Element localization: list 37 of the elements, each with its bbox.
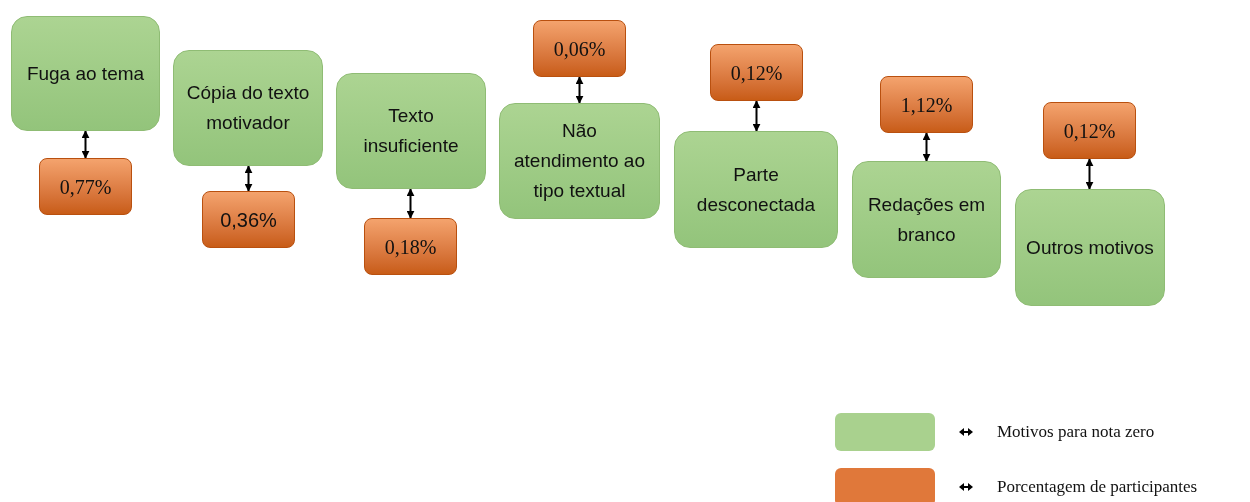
- percentage-text: 1,12%: [900, 92, 953, 118]
- percentage-text: 0,77%: [59, 174, 112, 200]
- double-arrow: [575, 76, 584, 104]
- reason-text: Redações em branco: [866, 192, 987, 247]
- double-arrow: [244, 165, 253, 192]
- percentage-box: [533, 20, 626, 77]
- percentage-box: [710, 44, 803, 101]
- percentage-text: 0,12%: [730, 60, 783, 86]
- percentage-text: 0,12%: [1063, 118, 1116, 144]
- reason-box: [11, 16, 160, 131]
- reason-box: [499, 103, 660, 219]
- percentage-box: [364, 218, 457, 275]
- double-arrow: [1085, 158, 1094, 190]
- double-arrow: [752, 100, 761, 132]
- percentage-text: 0,06%: [553, 36, 606, 62]
- reason-text: Não atendimento ao tipo textual: [513, 119, 646, 203]
- percentage-text: 0,36%: [220, 207, 277, 233]
- reason-box: [173, 50, 323, 166]
- double-arrow: [922, 132, 931, 162]
- reason-box: [336, 73, 486, 189]
- double-arrow: [81, 130, 90, 159]
- double-arrow: [406, 188, 415, 219]
- reason-box: [674, 131, 838, 248]
- reason-text: Cópia do texto motivador: [185, 81, 311, 135]
- reason-box: [1015, 189, 1165, 306]
- reason-box: [852, 161, 1001, 278]
- reason-text: Fuga ao tema: [26, 61, 145, 86]
- percentage-box: [880, 76, 973, 133]
- reason-text: Parte desconectada: [695, 162, 817, 217]
- legend-text: Porcentagem de participantes: [997, 476, 1198, 499]
- reason-text: Outros motivos: [1026, 235, 1154, 260]
- percentage-box: [1043, 102, 1136, 159]
- percentage-box: [39, 158, 132, 215]
- percentage-text: 0,18%: [384, 234, 437, 260]
- legend-text: Motivos para nota zero: [997, 421, 1155, 444]
- reason-text: Texto insuficiente: [362, 104, 460, 158]
- percentage-box: [202, 191, 295, 248]
